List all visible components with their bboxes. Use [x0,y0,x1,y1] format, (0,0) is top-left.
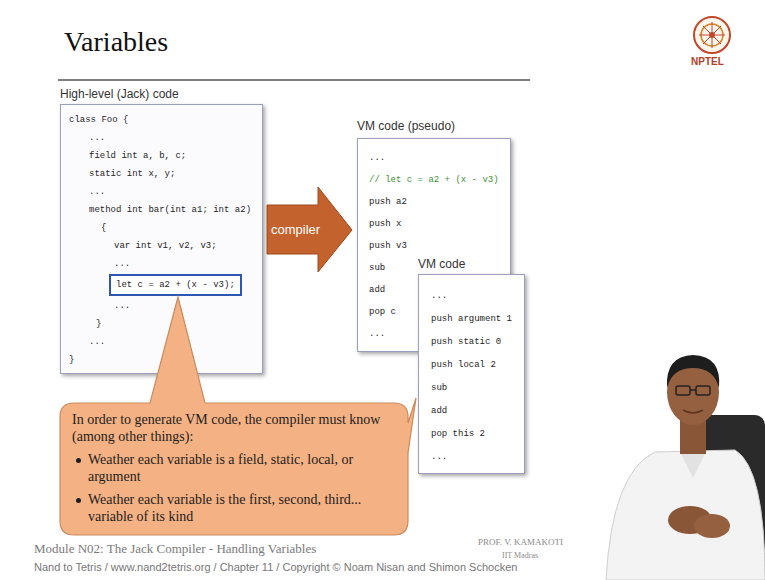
code-line: push static 0 [431,331,512,354]
callout-text: In order to generate VM code, the compil… [72,411,396,445]
code-line: push argument 1 [431,308,512,331]
callout-bubble: In order to generate VM code, the compil… [60,403,408,535]
code-line: static int x, y; [89,165,254,183]
code-panel: ...push argument 1push static 0push loca… [418,274,525,474]
bullet-item: Weather each variable is a field, static… [72,451,396,485]
box-heading: High-level (Jack) code [60,86,263,102]
code-line: sub [431,377,512,400]
arrow-outline [267,187,352,272]
code-line: class Foo { [69,111,254,129]
presenter-figure [606,355,765,580]
code-line: ... [114,297,254,315]
code-line: method int bar(int a1; int a2) [89,201,254,219]
code-line: ... [431,446,512,469]
code-line: push a2 [369,191,499,213]
code-line: add [431,400,512,423]
code-line: { [101,219,254,237]
title-rule [58,79,530,81]
copyright-footer: Nand to Tetris / www.nand2tetris.org / C… [34,561,517,573]
code-line: let c = a2 + (x - v3); [116,278,235,292]
bullet-dot [76,498,81,503]
institute-name: IIT Madras [502,551,538,560]
code-line: ... [114,255,254,273]
slide-title: Variables [64,26,168,58]
code-line: // let c = a2 + (x - v3) [369,169,499,191]
code-line: var int v1, v2, v3; [114,237,254,255]
code-panel: class Foo {...field int a, b, c;static i… [60,104,263,374]
vm-code-box: VM code...push argument 1push static 0pu… [418,256,525,474]
nptel-logo [694,17,730,53]
callout-text: Weather each variable is the first, seco… [88,491,396,525]
code-line: ... [431,285,512,308]
box-heading: VM code (pseudo) [357,118,511,134]
bullet-item: Weather each variable is the first, seco… [72,491,396,525]
code-line: ... [89,129,254,147]
callout-text: Weather each variable is a field, static… [88,451,396,485]
bullet-dot [76,458,81,463]
arrow-label: compiler [271,222,320,238]
instructor-name: PROF. V. KAMAKOTI [478,537,563,547]
logo-text: NPTEL [691,56,724,67]
code-line: push local 2 [431,354,512,377]
code-line: push x [369,213,499,235]
code-line: field int a, b, c; [89,147,254,165]
compiler-arrow: compiler [265,186,355,274]
code-line: pop this 2 [431,423,512,446]
module-footer: Module N02: The Jack Compiler - Handling… [34,541,316,557]
bubble-outline [60,297,416,535]
code-line: ... [369,147,499,169]
jack-code-box: High-level (Jack) codeclass Foo {...fiel… [60,86,263,374]
code-line: push v3 [369,235,499,257]
code-line: ... [89,183,254,201]
box-heading: VM code [418,256,525,272]
highlighted-statement: let c = a2 + (x - v3); [109,274,242,296]
